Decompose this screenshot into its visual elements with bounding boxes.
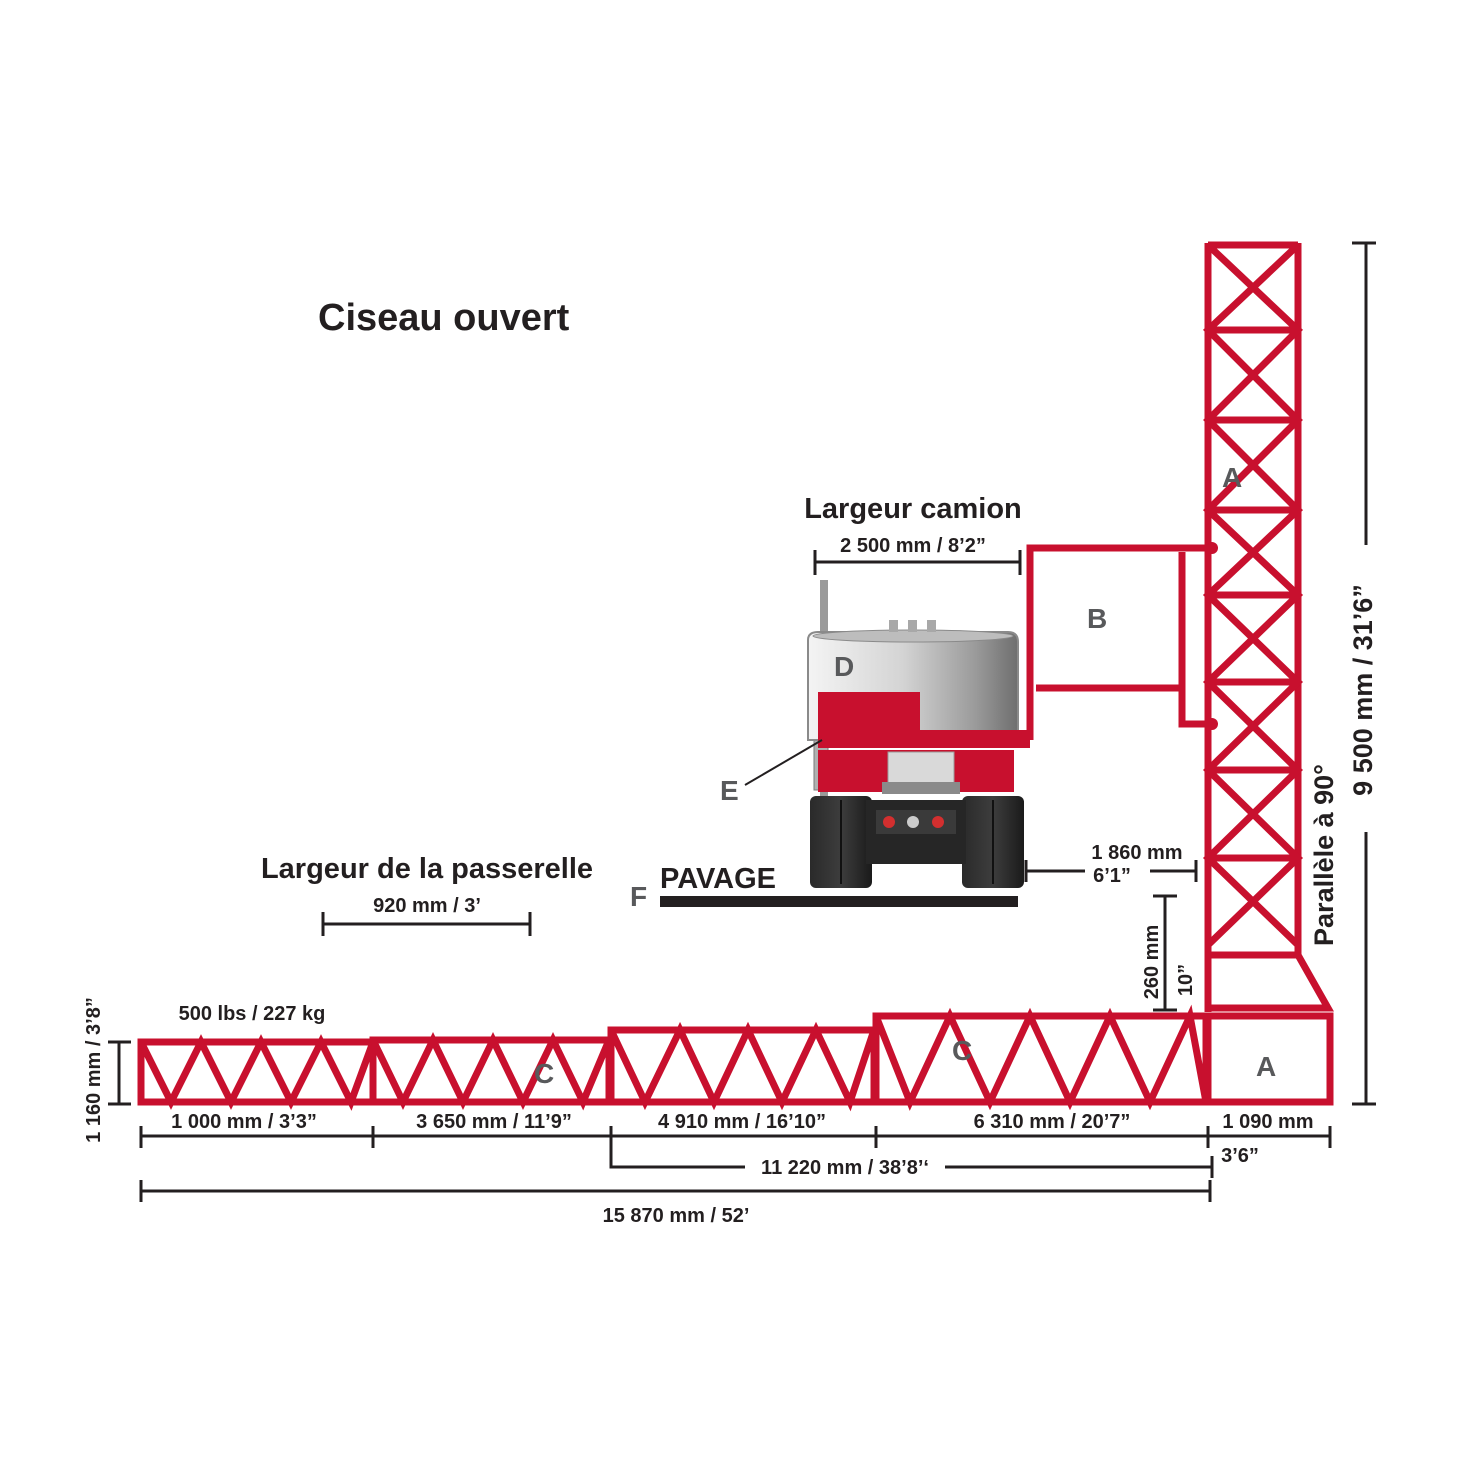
platform-b [1026,544,1212,740]
truck-red-body [818,692,1030,748]
label-f: F [630,881,647,912]
span-11220-dimension [609,1136,1214,1178]
parallel-90-label: Parallèle à 90° [1309,764,1339,946]
paving-label: PAVAGE [660,863,776,895]
segment-3-length: 4 910 mm / 16’10” [658,1111,826,1133]
segment-4-length: 6 310 mm / 20’7” [974,1111,1131,1133]
load-capacity: 500 lbs / 227 kg [179,1003,326,1025]
boom-c [137,1004,1210,1112]
paving-strip [660,896,1018,907]
label-a-top: A [1222,462,1242,493]
segment-2-length: 3 650 mm / 11’9” [416,1111,572,1133]
label-e: E [720,775,739,806]
tower-height-value: 9 500 mm / 31’6” [1348,584,1378,796]
gap-value: 260 mm [1141,925,1163,1000]
span-11220-value: 11 220 mm / 38’8’‘ [761,1157,929,1179]
clearance-value-imperial: 6’1” [1093,865,1131,887]
label-c-left: C [534,1058,554,1089]
label-b: B [1087,603,1107,634]
truck-rear-view [807,580,1030,888]
truck-width-value: 2 500 mm / 8’2” [840,535,986,557]
clearance-value: 1 860 mm [1091,842,1182,864]
walkway-width-heading: Largeur de la passerelle [261,853,593,885]
segment-5-length-imperial: 3’6” [1221,1145,1259,1167]
label-c-right: C [952,1035,972,1066]
pointer-e-line [744,739,823,786]
segment-5-length: 1 090 mm [1222,1111,1313,1133]
clearance-dimension [1024,860,1198,882]
page-title: Ciseau ouvert [318,297,570,339]
truck-width-dimension [813,550,1022,575]
label-d: D [834,651,854,682]
span-total-value: 15 870 mm / 52’ [603,1205,750,1227]
left-height-value: 1 160 mm / 3’8” [83,997,105,1143]
segment-1-length: 1 000 mm / 3’3” [171,1111,317,1133]
truck-width-heading: Largeur camion [804,493,1022,525]
tower-a [1202,241,1335,1012]
span-total-dimension [139,1180,1212,1202]
gap-value-imperial: 10” [1175,964,1197,996]
walkway-width-value: 920 mm / 3’ [373,895,481,917]
tower-height-dimension [1352,241,1376,1106]
gap-dimension [1153,894,1177,1012]
walkway-width-dimension [321,912,532,936]
label-a-bottom: A [1256,1051,1276,1082]
left-height-dimension [108,1040,131,1106]
